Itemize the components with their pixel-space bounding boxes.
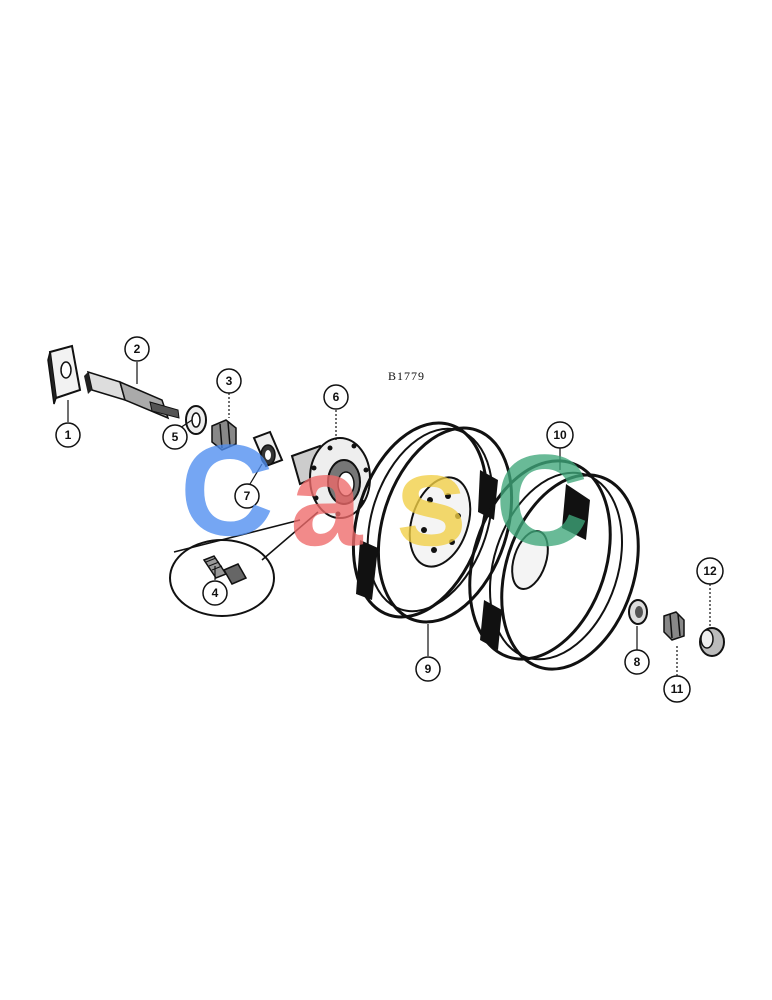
watermark-letter-3: s: [395, 427, 467, 573]
svg-text:7: 7: [244, 489, 251, 503]
svg-text:4: 4: [212, 586, 219, 600]
callout-10: 10: [546, 421, 574, 449]
svg-text:2: 2: [134, 342, 141, 356]
svg-text:1: 1: [65, 428, 72, 442]
watermark-letter-2: a: [290, 427, 364, 573]
leader-lines: [67, 362, 711, 676]
callout-7: 7: [234, 483, 260, 509]
part-2-spindle: [84, 370, 180, 420]
part-12-hub-cap: [699, 627, 725, 657]
part-8-bearing: [628, 599, 648, 625]
svg-text:9: 9: [425, 662, 432, 676]
watermark-letter-4: C: [495, 427, 589, 573]
svg-text:5: 5: [172, 430, 179, 444]
svg-text:10: 10: [553, 428, 567, 442]
watermark: C a s C: [180, 417, 589, 573]
callout-4: 4: [202, 580, 228, 606]
svg-text:3: 3: [226, 374, 233, 388]
callout-1: 1: [55, 422, 81, 448]
callout-6: 6: [323, 384, 349, 410]
callout-5: 5: [162, 424, 188, 450]
svg-text:12: 12: [703, 564, 717, 578]
callout-2: 2: [124, 336, 150, 362]
figure-code: B1779: [388, 369, 425, 383]
part-11-nut: [663, 611, 685, 641]
callout-9: 9: [415, 656, 441, 682]
part-5-washer: [185, 405, 207, 435]
part-3-nut: [211, 419, 237, 451]
svg-text:11: 11: [671, 682, 684, 696]
svg-text:6: 6: [333, 390, 340, 404]
callout-8: 8: [624, 649, 650, 675]
part-1-plate: [47, 344, 82, 405]
callout-11: 11: [663, 675, 691, 703]
watermark-letter-1: C: [180, 417, 274, 563]
part-7-bearing: [252, 430, 284, 468]
callout-3: 3: [216, 368, 242, 394]
svg-text:8: 8: [634, 655, 641, 669]
part-10-wheel-rim: [468, 459, 640, 671]
callout-12: 12: [696, 557, 724, 585]
